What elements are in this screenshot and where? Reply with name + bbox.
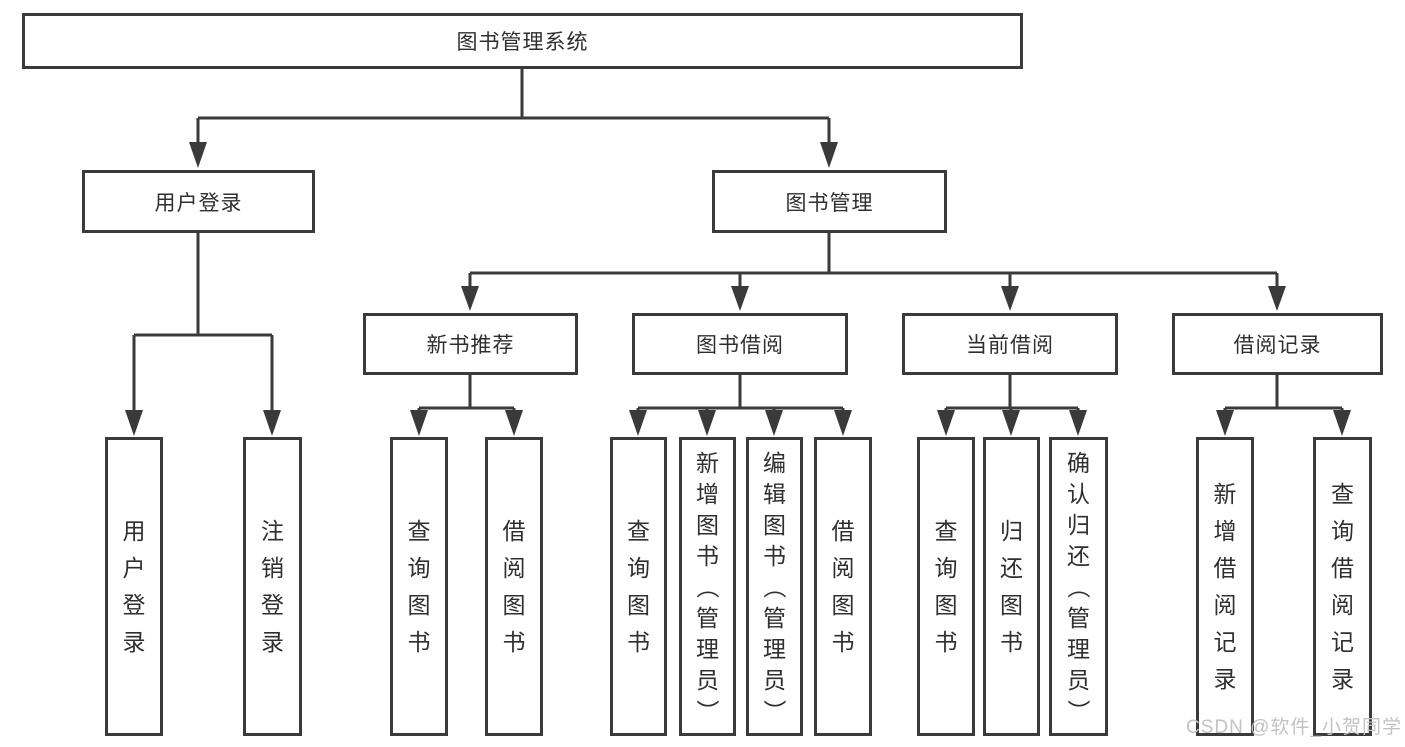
leaf-add-book-admin: 新增图书（管理员） [679,437,736,736]
leaf-search-books-1: 查询图书 [390,437,448,736]
leaf-borrow-books-1: 借阅图书 [485,437,543,736]
leaf-label: 借阅图书 [831,518,855,655]
node-label: 新书推荐 [426,334,515,357]
arrowhead [765,410,783,436]
leaf-label: 编辑图书（管理员） [761,449,788,723]
node-new-book-recommendation: 新书推荐 [363,313,578,375]
leaf-user-login: 用户登录 [105,437,163,736]
node-book-management: 图书管理 [712,170,947,233]
arrowhead [1333,410,1351,436]
arrowhead [263,410,281,436]
node-borrowing-records: 借阅记录 [1172,313,1383,375]
node-label: 图书管理系统 [456,31,589,54]
arrowhead [629,410,647,436]
node-label: 当前借阅 [966,334,1054,357]
csdn-watermark: CSDN @软件_小贺同学 [1186,717,1402,738]
arrowhead [1002,410,1020,436]
arrowhead [189,142,207,168]
arrowhead [1069,410,1087,436]
leaf-add-borrow-record: 新增借阅记录 [1196,437,1254,736]
arrowhead [505,410,523,436]
leaf-search-borrow-record: 查询借阅记录 [1313,437,1372,736]
arrowhead [461,286,479,311]
leaf-label: 确认归还（管理员） [1065,449,1092,723]
leaf-label: 查询图书 [627,518,650,655]
node-book-borrowing: 图书借阅 [632,313,848,375]
leaf-search-books-3: 查询图书 [917,437,975,736]
leaf-label: 注销登录 [261,518,284,655]
leaf-label: 归还图书 [1000,518,1023,655]
arrowhead [731,286,749,311]
arrowhead [1216,410,1234,436]
arrowhead [125,410,143,436]
node-user-login: 用户登录 [82,170,315,233]
leaf-label: 查询图书 [407,518,431,655]
leaf-label: 用户登录 [122,518,146,655]
leaf-confirm-return-admin: 确认归还（管理员） [1049,437,1108,736]
leaf-label: 新增借阅记录 [1213,481,1237,692]
node-library-system: 图书管理系统 [22,13,1023,69]
node-label: 用户登录 [154,191,243,215]
arrowhead [937,410,955,436]
leaf-label: 查询借阅记录 [1331,481,1354,692]
arrowhead [820,142,838,168]
arrowhead [1268,286,1286,311]
arrowhead [410,410,428,436]
leaf-label: 新增图书（管理员） [694,449,721,723]
leaf-borrow-books-2: 借阅图书 [814,437,872,736]
node-label: 图书借阅 [696,334,784,357]
arrowhead [834,410,852,436]
arrowhead [698,410,716,436]
node-label: 图书管理 [785,191,874,215]
arrowhead [1001,286,1019,311]
node-label: 借阅记录 [1233,334,1322,357]
leaf-edit-book-admin: 编辑图书（管理员） [746,437,803,736]
leaf-return-book: 归还图书 [983,437,1040,736]
leaf-label: 查询图书 [934,518,958,655]
leaf-label: 借阅图书 [502,518,526,655]
node-current-borrowing: 当前借阅 [902,313,1118,375]
leaf-search-books-2: 查询图书 [610,437,667,736]
leaf-logout: 注销登录 [243,437,302,736]
